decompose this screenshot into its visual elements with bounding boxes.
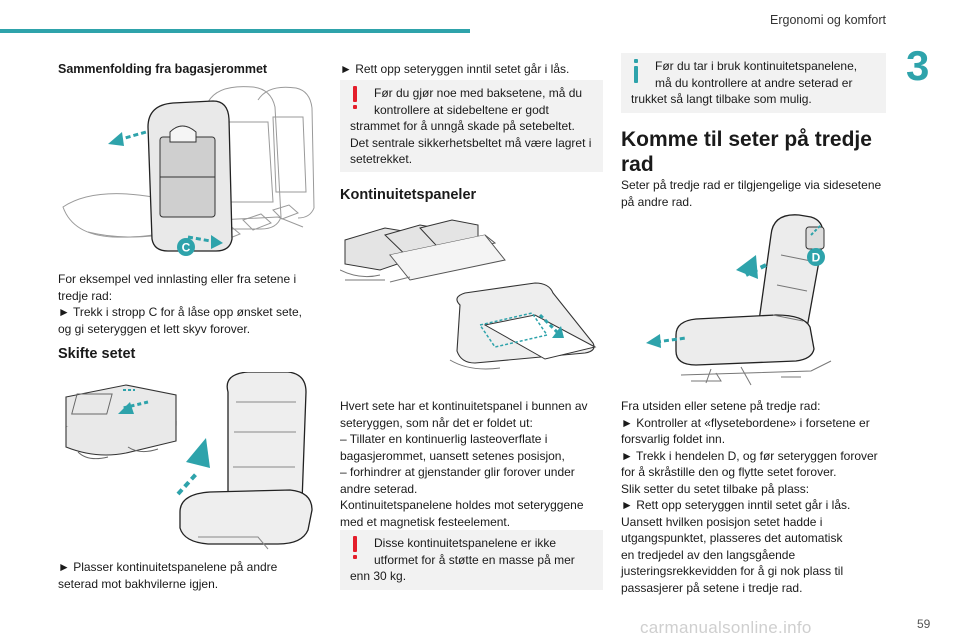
paragraph-line: forsvarlig foldet inn. — [621, 432, 726, 446]
warning-line: setetrekket. — [350, 152, 413, 166]
warning-text: Disse kontinuitetspanelene er ikke utfor… — [340, 535, 575, 585]
paragraph-line: ► Trekk i hendelen D, og før seteryggen … — [621, 448, 878, 463]
warning-line: strammet for å unngå skade på setebeltet… — [350, 119, 575, 133]
paragraph-line: ► Kontroller at «flysetebordene» i forse… — [621, 415, 870, 430]
paragraph-line: ► Rett opp seteryggen inntil setet går i… — [340, 62, 570, 76]
heading-fold-from-trunk: Sammenfolding fra bagasjerommet — [58, 62, 268, 76]
heading-line: Komme til seter på tredje — [621, 128, 872, 151]
chapter-number: 3 — [906, 42, 930, 89]
watermark: carmanualsonline.info — [640, 618, 812, 637]
heading-line: rad — [621, 153, 654, 176]
paragraph-line: ► Rett opp seteryggen inntil setet går i… — [621, 498, 851, 512]
warning-icon — [352, 536, 358, 560]
paragraph-line: ► Plasser kontinuitetspanelene på andre — [58, 560, 278, 574]
paragraph-line: Seter på tredje rad er tilgjengelige via… — [621, 178, 882, 192]
info-box-second-row: Før du tar i bruk kontinuitetspanelene, … — [621, 53, 886, 113]
info-line: Før du tar i bruk kontinuitetspanelene, — [655, 59, 858, 73]
seat-fold-illustration: C — [62, 86, 315, 256]
paragraph-line: – Tillater en kontinuerlig lasteoverflat… — [340, 432, 548, 446]
third-row-access-illustration: D — [646, 214, 832, 386]
warning-box-max-load: Disse kontinuitetspanelene er ikke utfor… — [340, 530, 603, 590]
chapter-title: Ergonomi og komfort — [770, 13, 887, 27]
paragraph-move-instructions: ► Plasser kontinuitetspanelene på andre … — [58, 559, 277, 592]
paragraph-access-intro: Seter på tredje rad er tilgjengelige via… — [621, 177, 881, 210]
warning-box-seatbelts: Før du gjør noe med baksetene, må du kon… — [340, 80, 603, 172]
warning-line: Det sentrale sikkerhetsbeltet må være la… — [350, 135, 592, 150]
heading-move-seat: Skifte setet — [58, 346, 136, 362]
paragraph-line: justeringsrekkevidden for å gi nok plass… — [621, 564, 844, 578]
warning-line: kontrollere at sidebeltene er godt — [374, 102, 549, 117]
warning-text: Før du gjør noe med baksetene, må du kon… — [340, 85, 591, 168]
warning-line: Før du gjør noe med baksetene, må du — [374, 86, 583, 100]
paragraph-line: bagasjerommet, uansett setenes posisjon, — [340, 448, 565, 463]
info-line: trukket så langt tilbake som mulig. — [631, 92, 812, 106]
paragraph-line: Hvert sete har et kontinuitetspanel i bu… — [340, 399, 588, 413]
paragraph-line: utgangspunktet, plasseres det automatisk — [621, 531, 843, 545]
label-c-badge — [177, 238, 195, 256]
seat-move-illustration — [65, 372, 313, 550]
paragraph-line: ► Trekk i stropp C for å låse opp ønsket… — [58, 305, 302, 319]
paragraph-line: for å skråstille den og flytte setet for… — [621, 465, 837, 479]
paragraph-line: en tredjedel av den langsgående — [621, 547, 796, 562]
continuity-panels-illustration — [340, 219, 597, 370]
paragraph-line: For eksempel ved innlasting eller fra se… — [58, 272, 297, 286]
paragraph-line: og gi seteryggen et lett skyv forover. — [58, 321, 251, 336]
paragraph-line: seterad mot bakhvilerne igjen. — [58, 576, 219, 591]
paragraph-line: Fra utsiden eller setene på tredje rad: — [621, 399, 821, 413]
warning-line: utformet for å støtte en masse på mer — [374, 552, 575, 567]
paragraph-line: andre seterad. — [340, 481, 418, 496]
info-text: Før du tar i bruk kontinuitetspanelene, … — [621, 58, 857, 108]
paragraph-fold-instructions: For eksempel ved innlasting eller fra se… — [58, 271, 302, 337]
warning-line: enn 30 kg. — [350, 569, 407, 583]
paragraph-line: Kontinuitetspanelene holdes mot seterygg… — [340, 498, 584, 512]
paragraph-line: passasjerer på setene i tredje rad. — [621, 580, 803, 595]
paragraph-line: på andre rad. — [621, 194, 693, 209]
header-accent-bar — [0, 29, 470, 33]
paragraph-line: seteryggen, som når det er foldet ut: — [340, 415, 533, 430]
paragraph-line: Slik setter du setet tilbake på plass: — [621, 481, 810, 496]
paragraph-access-steps: Fra utsiden eller setene på tredje rad: … — [621, 398, 878, 596]
info-line: må du kontrollere at andre seterad er — [655, 75, 853, 90]
heading-continuity-panels: Kontinuitetspaneler — [340, 187, 477, 203]
paragraph-line: tredje rad: — [58, 288, 113, 303]
paragraph-line: – forhindrer at gjenstander glir forover… — [340, 465, 575, 479]
paragraph-straighten-backrest: ► Rett opp seteryggen inntil setet går i… — [340, 61, 569, 78]
warning-icon — [352, 86, 358, 110]
info-icon — [633, 59, 639, 83]
label-d-badge — [807, 248, 825, 266]
paragraph-panels-description: Hvert sete har et kontinuitetspanel i bu… — [340, 398, 588, 530]
heading-third-row-access: Komme til seter på tredje rad — [621, 127, 872, 177]
label-d: D — [812, 251, 821, 265]
label-c: C — [182, 241, 191, 255]
paragraph-line: Uansett hvilken posisjon setet hadde i — [621, 514, 823, 529]
paragraph-line: med et magnetisk festeelement. — [340, 514, 511, 529]
page-number: 59 — [917, 617, 931, 631]
warning-line: Disse kontinuitetspanelene er ikke — [374, 536, 557, 550]
